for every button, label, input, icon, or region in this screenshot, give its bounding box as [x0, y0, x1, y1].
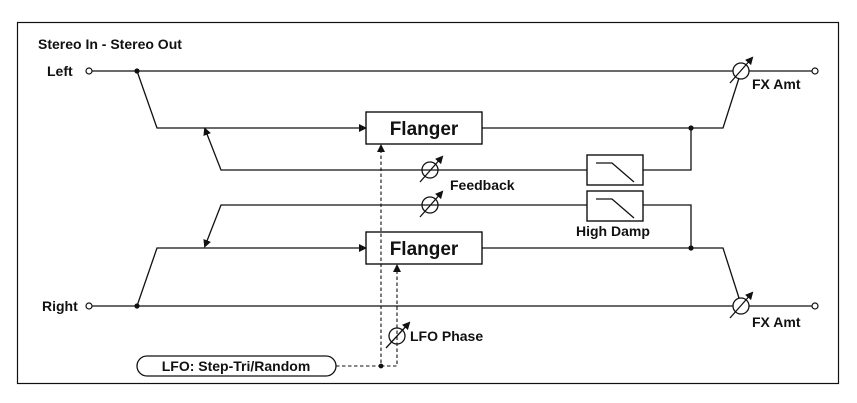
bottom-feedback-return-wire: [203, 204, 587, 248]
top-feedback-return-wire: [203, 127, 587, 171]
fx-amt-top-knob-icon[interactable]: [729, 56, 754, 84]
bottom-wet-output-wire: [482, 247, 740, 299]
lfo-label: LFO: Step-Tri/Random: [162, 358, 311, 374]
flanger-bottom-block: [365, 231, 483, 265]
diagram-frame: [16, 21, 840, 385]
fx-amt-bottom-label: FX Amt: [752, 314, 801, 330]
bottom-output-terminal-icon: [811, 302, 819, 310]
feedback-knob-bottom-icon[interactable]: [419, 190, 444, 218]
feedback-knob-top-icon[interactable]: [419, 155, 444, 183]
flanger-top-label: Flanger: [390, 119, 459, 140]
right-input-terminal-icon: [85, 302, 93, 310]
highcut-filter-bottom-icon: [596, 198, 635, 219]
feedback-label: Feedback: [450, 177, 515, 193]
highcut-filter-top-icon: [596, 162, 635, 183]
bottom-feedback-wire: [643, 204, 692, 248]
lfo-phase-knob-icon[interactable]: [385, 321, 411, 349]
left-input-label: Left: [47, 63, 73, 79]
lfo-split-node: [378, 363, 384, 369]
bottom-wet-input-wire: [136, 244, 367, 307]
lfo-phase-label: LFO Phase: [410, 328, 483, 344]
flanger-bottom-label: Flanger: [390, 239, 459, 260]
high-damp-filter-bottom: [586, 190, 644, 222]
top-output-terminal-icon: [811, 67, 819, 75]
high-damp-label: High Damp: [576, 223, 650, 239]
fx-amt-top-label: FX Amt: [752, 76, 801, 92]
top-wet-output-wire: [482, 77, 740, 129]
fx-amt-bottom-knob-icon[interactable]: [729, 291, 754, 319]
top-wet-input-wire: [136, 70, 367, 132]
right-input-label: Right: [42, 298, 78, 314]
lfo-block: [136, 355, 337, 377]
diagram-title: Stereo In - Stereo Out: [38, 36, 182, 52]
left-input-terminal-icon: [85, 67, 93, 75]
flanger-top-block: [365, 111, 483, 145]
top-feedback-wire: [643, 128, 692, 171]
lfo-bottom-mod-wire: [381, 264, 401, 367]
high-damp-filter-top: [586, 154, 644, 186]
